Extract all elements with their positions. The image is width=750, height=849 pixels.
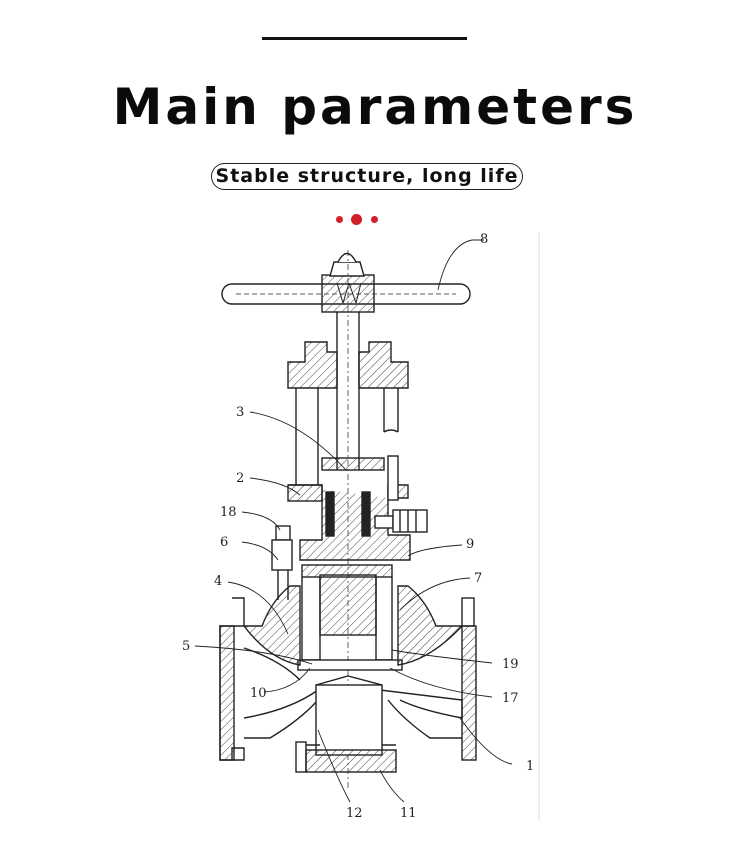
part-label-6: 6 [220,535,228,550]
part-label-12: 12 [346,806,363,821]
subtitle-badge: Stable structure, long life [211,163,523,190]
part-label-7: 7 [474,571,482,586]
valve-body [219,585,477,773]
page-title: Main parameters [112,78,638,136]
part-label-2: 2 [236,471,244,486]
bonnet [287,455,428,561]
part-label-17: 17 [502,691,519,706]
part-label-8: 8 [480,232,488,247]
part-label-19: 19 [502,657,519,672]
part-label-1: 1 [526,759,534,774]
disc [297,564,403,671]
dot-icon [371,216,378,223]
part-label-4: 4 [214,574,222,589]
top-divider [262,37,467,40]
handwheel [221,252,471,313]
yoke [287,341,409,485]
part-label-9: 9 [466,537,474,552]
part-label-5: 5 [182,639,190,654]
part-label-3: 3 [236,405,244,420]
leader-lines [194,239,513,803]
dot-icon [351,214,362,225]
part-label-10: 10 [250,686,267,701]
part-label-11: 11 [400,806,417,821]
decorative-dots [333,212,381,226]
dot-icon [336,216,343,223]
part-label-18: 18 [220,505,237,520]
